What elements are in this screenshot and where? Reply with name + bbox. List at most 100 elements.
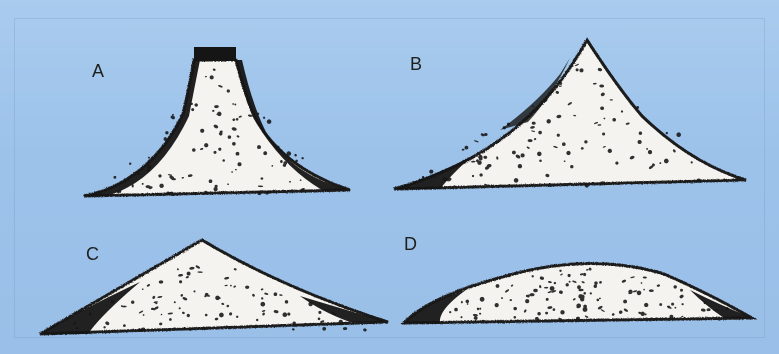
speckle-dot [274, 292, 278, 296]
speckle-dot [231, 171, 233, 173]
pile-d [404, 263, 752, 323]
speckle-dot [177, 268, 180, 271]
speckle-dot [583, 292, 586, 295]
speckle-dot [644, 303, 648, 307]
pile-a-right-shadow [236, 60, 350, 190]
speckle-dot [514, 316, 517, 319]
speckle-dot [639, 132, 642, 135]
speckle-dot [217, 112, 221, 116]
speckle-dot [238, 115, 242, 118]
speckle-dot [227, 183, 229, 185]
speckle-dot [600, 181, 605, 184]
speckle-dot [583, 273, 586, 276]
speckle-dot [231, 127, 237, 132]
speckle-dot [228, 135, 231, 138]
speckle-dot [245, 285, 249, 288]
speckle-dot [301, 157, 304, 160]
speckle-dot [263, 151, 267, 155]
speckle-dot [210, 75, 214, 79]
speckle-dot [229, 312, 233, 316]
speckle-dot [155, 302, 157, 304]
speckle-dot [656, 284, 660, 287]
speckle-dot [279, 294, 283, 296]
speckle-dot [597, 67, 602, 71]
pile-b-body [394, 40, 746, 189]
speckle-dot [152, 295, 156, 299]
speckle-dot [691, 161, 693, 163]
speckle-dot [164, 137, 167, 140]
speckle-dot [484, 183, 489, 186]
speckle-dot [154, 306, 158, 310]
speckle-dot [222, 159, 225, 162]
speckle-dot [531, 130, 535, 132]
speckle-dot [166, 192, 170, 196]
speckle-dot [226, 304, 230, 307]
speckle-dot [467, 303, 469, 305]
speckle-dot [143, 314, 145, 316]
speckle-dot [537, 312, 540, 315]
speckle-dot [322, 327, 326, 331]
speckle-dot [510, 284, 513, 287]
speckle-dot [566, 151, 570, 155]
speckle-dot [146, 284, 150, 288]
speckle-dot [233, 268, 237, 271]
speckle-dot [137, 172, 139, 174]
speckle-dot [588, 267, 592, 271]
speckle-dot [629, 155, 635, 160]
speckle-dot [121, 305, 123, 307]
speckle-dot [532, 275, 534, 277]
speckle-dot [278, 148, 283, 153]
speckle-dot [236, 135, 240, 138]
speckle-dot [230, 285, 232, 287]
speckle-dot [466, 300, 469, 303]
speckle-dot [232, 103, 234, 105]
speckle-dot [496, 156, 499, 160]
speckle-dot [187, 272, 191, 276]
speckle-dot [713, 309, 718, 311]
speckle-dot [194, 103, 199, 108]
speckle-dot [559, 270, 561, 272]
speckle-dot [138, 310, 143, 314]
speckle-dot [257, 113, 259, 115]
speckle-dot [171, 116, 175, 119]
speckle-dot [147, 165, 151, 169]
speckle-dot [579, 68, 583, 72]
speckle-dot [652, 163, 656, 167]
speckle-dot [521, 153, 525, 157]
speckle-dot [227, 89, 230, 92]
speckle-dot [628, 290, 632, 294]
speckle-dot [139, 327, 145, 333]
speckle-dot [260, 302, 265, 307]
speckle-dot [465, 146, 469, 150]
speckle-dot [523, 309, 527, 313]
speckle-dot [473, 314, 478, 317]
speckle-dot [664, 159, 669, 164]
speckle-dot [138, 173, 140, 175]
speckle-dot [527, 295, 530, 298]
speckle-dot [454, 308, 458, 312]
speckle-dot [449, 311, 451, 313]
speckle-dot [203, 327, 207, 331]
speckle-dot [479, 173, 482, 176]
speckle-dot [666, 132, 668, 134]
speckle-dot [529, 293, 534, 296]
label-c: C [86, 245, 99, 263]
speckle-dot [548, 281, 552, 284]
speckle-dot [236, 152, 240, 156]
speckle-dot [213, 151, 216, 154]
speckle-dot [530, 126, 535, 129]
speckle-dot [525, 299, 529, 303]
speckle-dot [580, 295, 585, 300]
speckle-dot [572, 280, 577, 283]
speckle-dot [182, 311, 186, 314]
speckle-dot [446, 178, 448, 180]
pile-c-right-shadow [300, 296, 388, 322]
speckle-dot [594, 285, 597, 288]
speckle-dot [623, 308, 628, 312]
speckle-dot [248, 114, 253, 117]
speckle-dot [480, 297, 485, 302]
speckle-dot [496, 284, 500, 288]
speckle-dot [153, 308, 155, 310]
speckle-dot [484, 133, 488, 137]
speckle-dot [618, 310, 623, 315]
